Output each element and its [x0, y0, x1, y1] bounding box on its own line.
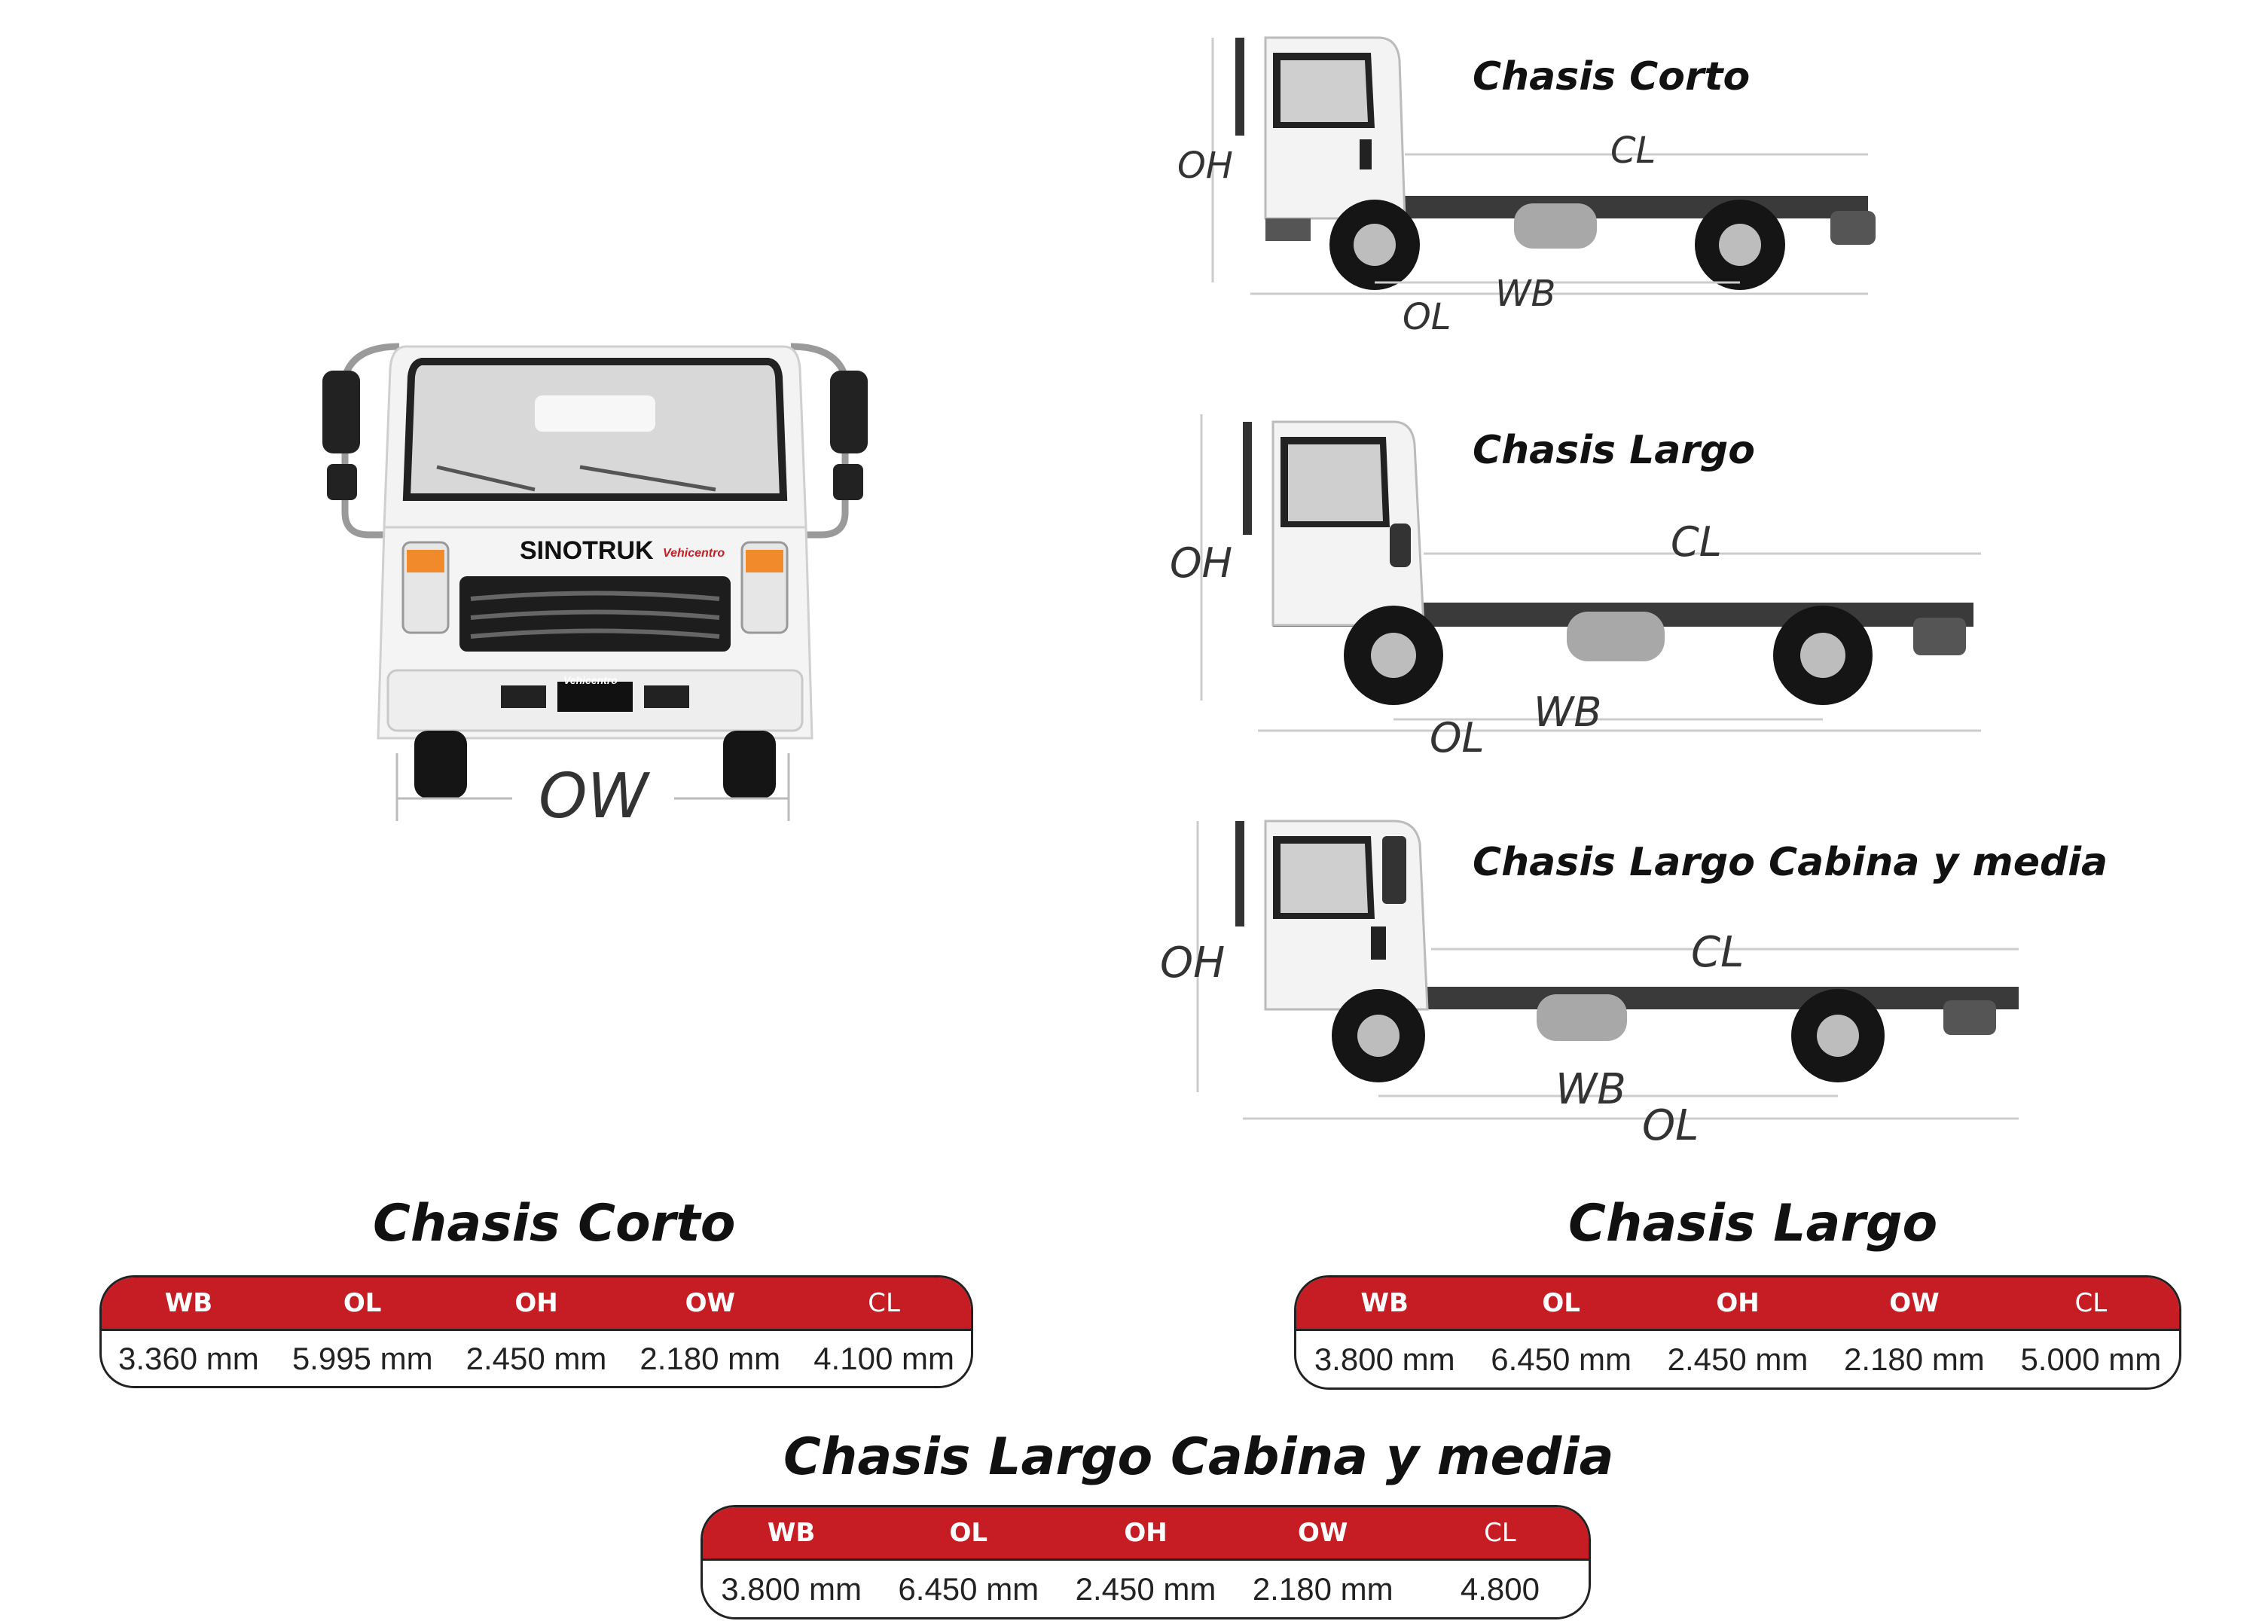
value-ow: 2.180 mm [1252, 1571, 1393, 1607]
value-ol: 6.450 mm [1491, 1341, 1632, 1377]
value-cl: 4.800 [1460, 1571, 1540, 1607]
table-title-chasis-corto: Chasis Corto [373, 1194, 736, 1253]
label-cl-corto: CL [1610, 130, 1656, 172]
spec-table-chasis-corto: WB OL OH OW CL 3.360 mm 5.995 mm 2.450 m… [99, 1275, 973, 1388]
header-cl: CL [2074, 1288, 2108, 1318]
side-truck-illustration-cabina-media [1196, 820, 2019, 1120]
spec-value-row: 3.800 mm 6.450 mm 2.450 mm 2.180 mm 4.80… [703, 1561, 1589, 1617]
front-dealer-text: Vehicentro [663, 547, 725, 560]
value-oh: 2.450 mm [466, 1340, 607, 1376]
value-ol: 5.995 mm [292, 1340, 433, 1376]
header-oh: OH [514, 1288, 558, 1318]
table-title-chasis-largo: Chasis Largo [1568, 1194, 1938, 1253]
header-oh: OH [1124, 1518, 1168, 1548]
side-truck-illustration-corto [1211, 36, 1876, 295]
front-plate-text: Vehicentro [563, 674, 618, 686]
spec-table-chasis-largo-cabina-media: WB OL OH OW CL 3.800 mm 6.450 mm 2.450 m… [701, 1505, 1591, 1619]
header-ow: OW [685, 1288, 735, 1318]
header-ol: OL [1542, 1288, 1580, 1318]
side-title-chasis-corto: Chasis Corto [1473, 54, 1751, 99]
value-wb: 3.800 mm [1314, 1341, 1455, 1377]
label-oh-cabina-media: OH [1160, 939, 1226, 988]
side-title-chasis-largo-cabina-media: Chasis Largo Cabina y media [1473, 840, 2108, 885]
spec-header-row: WB OL OH OW CL [1296, 1278, 2179, 1331]
label-cl-largo: CL [1671, 518, 1722, 566]
label-wb-cabina-media: WB [1555, 1065, 1626, 1114]
header-wb: WB [164, 1288, 213, 1318]
side-title-chasis-largo: Chasis Largo [1473, 428, 1755, 473]
header-wb: WB [767, 1518, 816, 1548]
table-title-chasis-largo-cabina-media: Chasis Largo Cabina y media [783, 1427, 1614, 1487]
ow-label: OW [539, 761, 649, 832]
spec-header-row: WB OL OH OW CL [102, 1278, 971, 1331]
header-ol: OL [949, 1518, 988, 1548]
side-truck-illustration-largo [1200, 414, 1981, 732]
header-ow: OW [1298, 1518, 1348, 1548]
label-ol-largo: OL [1430, 714, 1485, 762]
header-oh: OH [1716, 1288, 1760, 1318]
value-oh: 2.450 mm [1075, 1571, 1216, 1607]
front-truck-illustration [322, 343, 868, 798]
value-oh: 2.450 mm [1667, 1341, 1809, 1377]
label-ol-corto: OL [1403, 296, 1451, 338]
header-wb: WB [1360, 1288, 1409, 1318]
header-ol: OL [343, 1288, 382, 1318]
front-brand-text: SINOTRUK [520, 536, 654, 565]
value-wb: 3.800 mm [721, 1571, 862, 1607]
label-cl-cabina-media: CL [1691, 928, 1744, 977]
label-wb-corto: WB [1495, 273, 1556, 315]
ow-dimension-line [395, 753, 790, 821]
header-cl: CL [1484, 1518, 1516, 1548]
spec-value-row: 3.800 mm 6.450 mm 2.450 mm 2.180 mm 5.00… [1296, 1331, 2179, 1387]
header-cl: CL [868, 1288, 900, 1318]
spec-table-chasis-largo: WB OL OH OW CL 3.800 mm 6.450 mm 2.450 m… [1294, 1275, 2181, 1390]
value-ow: 2.180 mm [639, 1340, 781, 1376]
value-cl: 4.100 mm [813, 1340, 954, 1376]
value-ol: 6.450 mm [898, 1571, 1039, 1607]
spec-value-row: 3.360 mm 5.995 mm 2.450 mm 2.180 mm 4.10… [102, 1331, 971, 1386]
header-ow: OW [1889, 1288, 1940, 1318]
label-oh-largo: OH [1170, 539, 1233, 587]
label-wb-largo: WB [1534, 688, 1602, 736]
label-oh-corto: OH [1177, 145, 1233, 187]
label-ol-cabina-media: OL [1642, 1101, 1699, 1150]
value-cl: 5.000 mm [2020, 1341, 2162, 1377]
spec-header-row: WB OL OH OW CL [703, 1507, 1589, 1561]
value-ow: 2.180 mm [1844, 1341, 1985, 1377]
value-wb: 3.360 mm [118, 1340, 259, 1376]
